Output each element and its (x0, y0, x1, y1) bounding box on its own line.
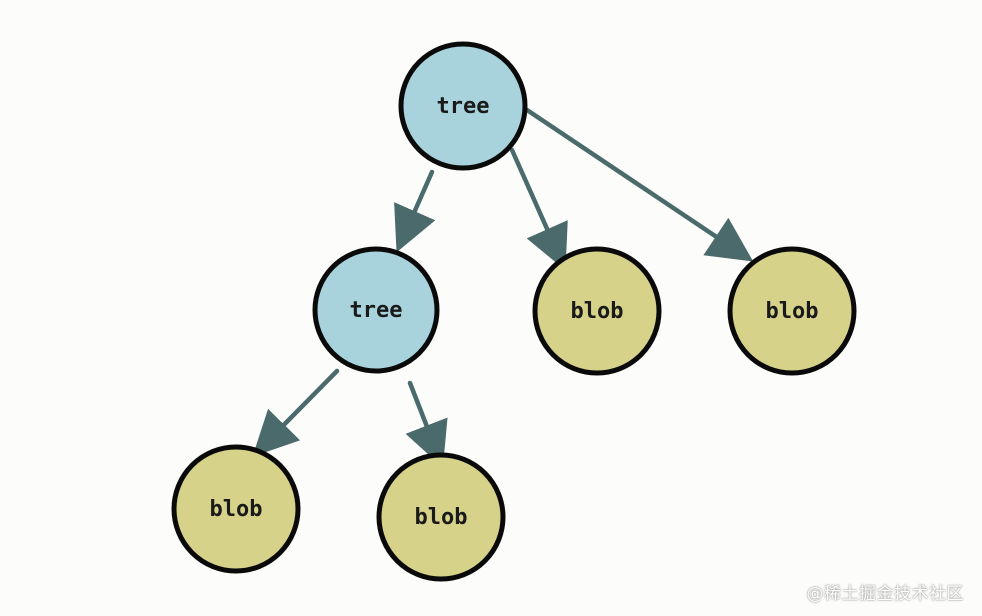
edge-root-to-blob-mid (509, 147, 568, 271)
tree-node-label: tree (437, 94, 490, 119)
blob-node-label: blob (766, 299, 819, 324)
blob-node-label: blob (210, 497, 263, 522)
watermark: @稀土掘金技术社区 (806, 584, 964, 604)
edge-subtree-to-blob-bottom-mid (405, 380, 448, 468)
node-blob-bottom-mid: blob (376, 452, 506, 582)
edge-root-to-blob-right (524, 107, 754, 262)
node-blob-bottom-left: blob (171, 444, 301, 574)
blob-node-circle (171, 444, 301, 574)
blob-node-circle (532, 246, 662, 376)
node-blob-mid: blob (532, 246, 662, 376)
tree-node-circle (398, 41, 528, 171)
edges (252, 107, 754, 468)
edge-root-to-subtree (394, 169, 436, 253)
nodes: tree tree blob blob blob blob (171, 41, 857, 582)
tree-node-circle (312, 246, 440, 374)
node-root: tree (398, 41, 528, 171)
node-blob-right: blob (727, 246, 857, 376)
blob-node-label: blob (571, 299, 624, 324)
blob-node-label: blob (415, 505, 468, 530)
node-subtree: tree (312, 246, 440, 374)
tree-node-label: tree (350, 298, 403, 323)
blob-node-circle (727, 246, 857, 376)
blob-node-circle (376, 452, 506, 582)
edge-subtree-to-blob-bottom-left (252, 368, 340, 457)
